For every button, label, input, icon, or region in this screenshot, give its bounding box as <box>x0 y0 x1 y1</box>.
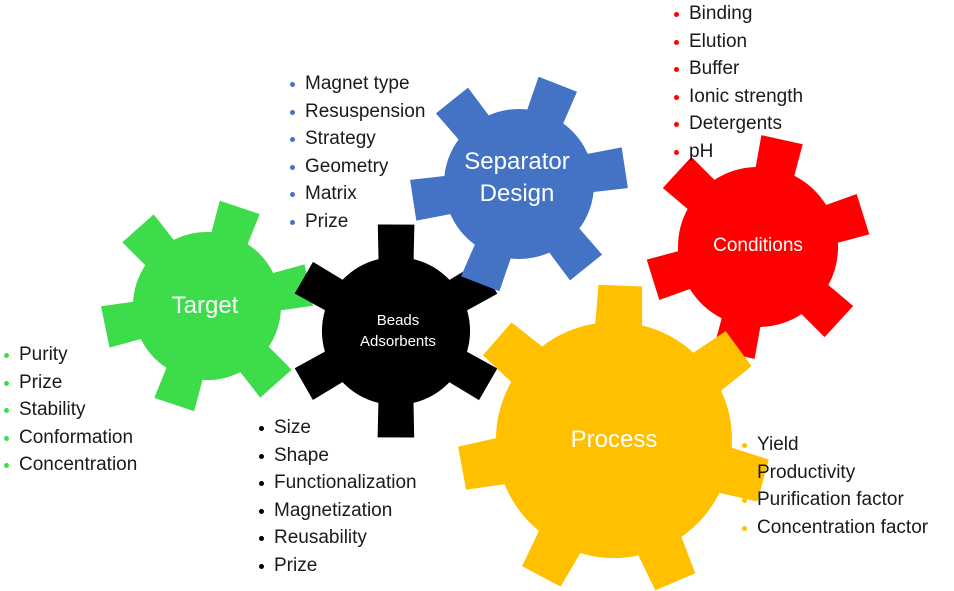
beads-list-item: Size <box>259 414 417 442</box>
separator-list-item: Prize <box>290 208 425 236</box>
process-list-item: Productivity <box>742 459 928 487</box>
process-list-item: Purification factor <box>742 486 928 514</box>
conditions-list-item: pH <box>674 138 803 166</box>
process-list-item: Concentration factor <box>742 514 928 542</box>
process-gear-label: Process <box>571 426 658 453</box>
beads-list-item: Shape <box>259 442 417 470</box>
separator-list-item: Matrix <box>290 180 425 208</box>
process-gear <box>458 284 769 591</box>
beads-list-item: Reusability <box>259 524 417 552</box>
conditions-list-item: Detergents <box>674 110 803 138</box>
target-gear <box>101 200 313 412</box>
target-list-item: Concentration <box>4 451 137 479</box>
beads-list-item: Prize <box>259 552 417 580</box>
separator-list-item: Geometry <box>290 153 425 181</box>
beads-adsorbents-gear <box>294 224 498 438</box>
separator-list-item: Magnet type <box>290 70 425 98</box>
conditions-list-item: Ionic strength <box>674 83 803 111</box>
separator-list-item: Strategy <box>290 125 425 153</box>
separator-gear-label-line1: Separator <box>464 148 569 175</box>
separator-list-item: Resuspension <box>290 98 425 126</box>
target-list-item: Stability <box>4 396 137 424</box>
beads-gear-label-line2: Adsorbents <box>360 333 436 350</box>
target-gear-label: Target <box>172 292 239 319</box>
separator-gear-label-line2: Design <box>480 180 555 207</box>
process-list-item: Yield <box>742 431 928 459</box>
conditions-list-item: Buffer <box>674 55 803 83</box>
conditions-gear <box>646 135 870 359</box>
target-list-item: Purity <box>4 341 137 369</box>
target-list-item: Prize <box>4 369 137 397</box>
conditions-list-item: Binding <box>674 0 803 28</box>
target-list-item: Conformation <box>4 424 137 452</box>
beads-gear-label-line1: Beads <box>377 312 420 329</box>
beads-list-item: Magnetization <box>259 497 417 525</box>
conditions-list-item: Elution <box>674 28 803 56</box>
separator-design-gear <box>410 76 628 292</box>
beads-list-item: Functionalization <box>259 469 417 497</box>
conditions-gear-label: Conditions <box>713 235 803 256</box>
